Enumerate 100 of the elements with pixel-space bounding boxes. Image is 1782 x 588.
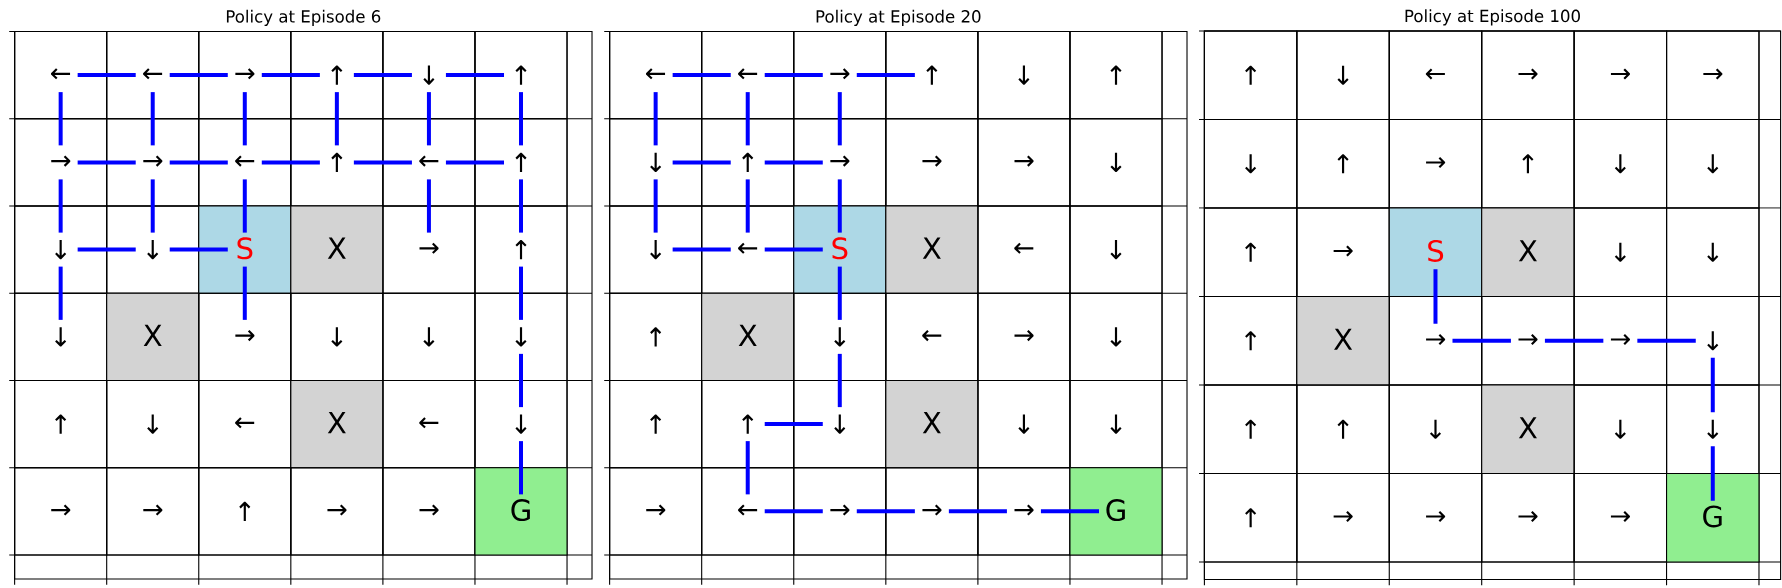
path-line bbox=[169, 247, 228, 252]
arrow-cell: ← bbox=[382, 379, 476, 469]
arrow-cell: → bbox=[382, 205, 476, 294]
arrow-cell: ← bbox=[106, 30, 200, 120]
path-line bbox=[519, 92, 523, 146]
arrow-cell: ↓ bbox=[793, 292, 887, 382]
panel-title: Policy at Episode 6 bbox=[226, 9, 381, 26]
arrow-cell: ↓ bbox=[609, 118, 703, 207]
arrow-cell: ↓ bbox=[1069, 118, 1163, 207]
arrow-cell: ← bbox=[701, 30, 795, 120]
arrow-cell: → bbox=[1481, 472, 1575, 563]
path-line bbox=[261, 73, 320, 78]
arrow-cell: ↓ bbox=[1666, 295, 1760, 386]
arrow-cell: ↑ bbox=[1203, 472, 1298, 563]
arrow-cell: ↓ bbox=[977, 30, 1071, 120]
goal-cell: G bbox=[1069, 467, 1163, 556]
path-line bbox=[764, 73, 823, 78]
grid-panel bbox=[14, 9, 593, 580]
arrow-cell: ← bbox=[701, 467, 795, 556]
arrow-cell: ↓ bbox=[609, 205, 703, 294]
arrow-cell: ↓ bbox=[382, 292, 476, 382]
path-line bbox=[948, 509, 1007, 514]
arrow-cell: ↑ bbox=[474, 30, 568, 120]
path-line bbox=[653, 92, 658, 146]
path-line bbox=[445, 73, 504, 78]
path-line bbox=[58, 266, 63, 320]
arrow-cell: ↑ bbox=[1203, 207, 1298, 298]
path-line bbox=[672, 73, 731, 78]
arrow-cell: ↑ bbox=[885, 30, 979, 120]
arrow-cell: → bbox=[14, 118, 108, 207]
obstacle-cell: X bbox=[1481, 207, 1575, 298]
path-line bbox=[426, 92, 431, 146]
arrow-cell: ↓ bbox=[14, 205, 108, 294]
path-line bbox=[334, 92, 339, 146]
path-line bbox=[672, 247, 731, 252]
arrow-cell: → bbox=[1573, 295, 1668, 386]
arrow-cell: ↓ bbox=[1203, 118, 1298, 209]
obstacle-cell: X bbox=[1481, 384, 1575, 475]
arrow-cell: ↓ bbox=[382, 30, 476, 120]
arrow-cell: → bbox=[198, 30, 292, 120]
path-line bbox=[77, 73, 136, 78]
arrow-cell: ← bbox=[609, 30, 703, 120]
arrow-cell: ↓ bbox=[1573, 118, 1668, 209]
arrow-cell: ↑ bbox=[1296, 384, 1390, 475]
arrow-cell: → bbox=[977, 118, 1071, 207]
path-line bbox=[837, 179, 842, 233]
arrow-cell: ↑ bbox=[14, 379, 108, 469]
panel-title: Policy at Episode 100 bbox=[1405, 9, 1580, 26]
arrow-cell: ↓ bbox=[1573, 207, 1668, 298]
arrow-cell: → bbox=[1388, 295, 1483, 386]
obstacle-cell: X bbox=[701, 292, 795, 382]
arrow-cell: ← bbox=[977, 205, 1071, 294]
arrow-cell: ↓ bbox=[1069, 205, 1163, 294]
path-line bbox=[764, 422, 823, 427]
path-line bbox=[1710, 446, 1715, 501]
goal-cell: G bbox=[1666, 472, 1760, 563]
arrow-cell: → bbox=[106, 467, 200, 556]
path-line bbox=[764, 247, 823, 252]
path-line bbox=[519, 266, 523, 320]
path-line bbox=[242, 92, 247, 146]
obstacle-cell: X bbox=[290, 205, 384, 294]
arrow-cell: ↑ bbox=[290, 30, 384, 120]
arrow-cell: ↑ bbox=[1203, 384, 1298, 475]
start-cell: S bbox=[198, 205, 292, 294]
path-line bbox=[764, 509, 823, 514]
arrow-cell: ↑ bbox=[474, 205, 568, 294]
path-line bbox=[519, 441, 523, 495]
path-line bbox=[242, 179, 247, 233]
path-line bbox=[1710, 357, 1715, 413]
arrow-cell: ↑ bbox=[198, 467, 292, 556]
arrow-cell: → bbox=[106, 118, 200, 207]
obstacle-cell: X bbox=[885, 379, 979, 469]
path-line bbox=[672, 160, 731, 165]
path-line bbox=[1544, 338, 1604, 343]
path-line bbox=[745, 92, 750, 146]
path-line bbox=[745, 441, 750, 495]
arrow-cell: → bbox=[609, 467, 703, 556]
obstacle-cell: X bbox=[885, 205, 979, 294]
path-line bbox=[445, 160, 504, 165]
obstacle-cell: X bbox=[1296, 295, 1390, 386]
path-line bbox=[150, 92, 155, 146]
arrow-cell: → bbox=[1388, 472, 1483, 563]
path-line bbox=[77, 160, 136, 165]
path-line bbox=[745, 179, 750, 233]
path-line bbox=[261, 160, 320, 165]
arrow-cell: ↑ bbox=[1296, 118, 1390, 209]
path-line bbox=[169, 73, 228, 78]
arrow-cell: ← bbox=[14, 30, 108, 120]
path-line bbox=[1040, 509, 1099, 514]
path-line bbox=[353, 160, 412, 165]
arrow-cell: → bbox=[977, 292, 1071, 382]
path-line bbox=[1452, 338, 1511, 343]
arrow-cell: ↑ bbox=[1203, 30, 1298, 121]
path-line bbox=[150, 179, 155, 233]
path-line bbox=[519, 353, 523, 408]
arrow-cell: ↑ bbox=[609, 379, 703, 469]
arrow-cell: ↓ bbox=[106, 379, 200, 469]
arrow-cell: → bbox=[793, 30, 887, 120]
arrow-cell: ↑ bbox=[701, 118, 795, 207]
path-line bbox=[764, 160, 823, 165]
